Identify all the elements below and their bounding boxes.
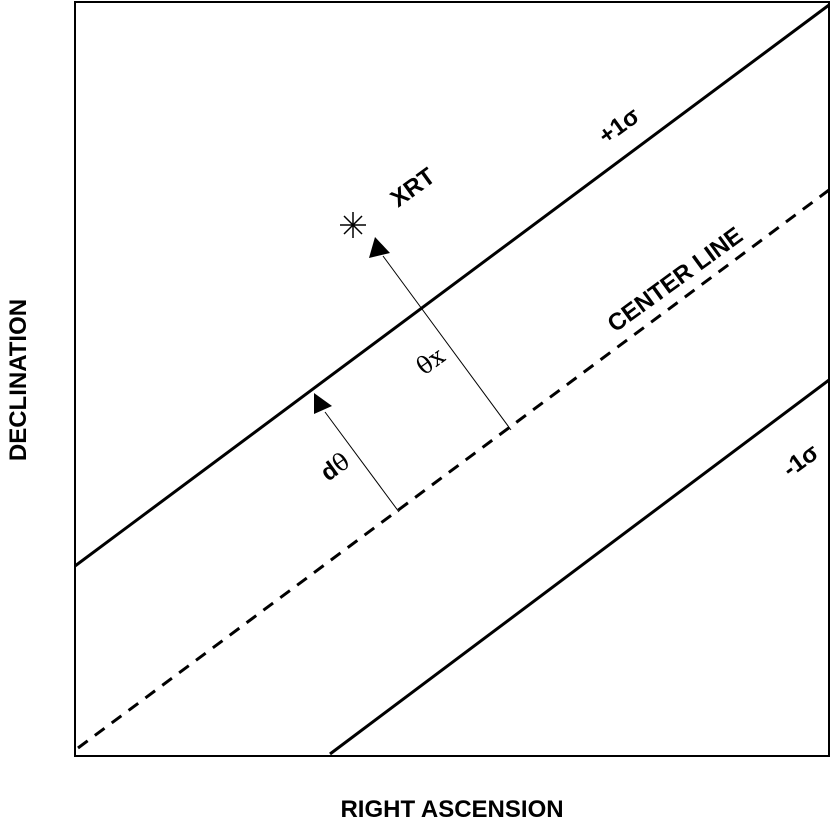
d-theta-vector-line: [324, 411, 400, 513]
y-axis-label: DECLINATION: [5, 299, 32, 461]
lower-sigma-line: [329, 378, 830, 756]
d-theta-label: dθ: [315, 447, 355, 487]
theta-x-arrowhead: [369, 237, 390, 258]
theta-x-label: θx: [411, 341, 450, 380]
xrt-label: XRT: [386, 163, 441, 213]
upper-sigma-line: [74, 3, 830, 568]
center-line: [77, 188, 830, 750]
d-theta-arrowhead: [314, 393, 332, 414]
x-axis-label: RIGHT ASCENSION: [340, 796, 563, 823]
plot-frame: [74, 1, 830, 757]
asterisk-icon: [340, 212, 366, 238]
theta-x-vector-line: [382, 255, 512, 431]
lower-sigma-label: -1σ: [778, 439, 824, 483]
upper-sigma-label: +1σ: [594, 102, 645, 150]
center-line-label: CENTER LINE: [603, 222, 748, 338]
